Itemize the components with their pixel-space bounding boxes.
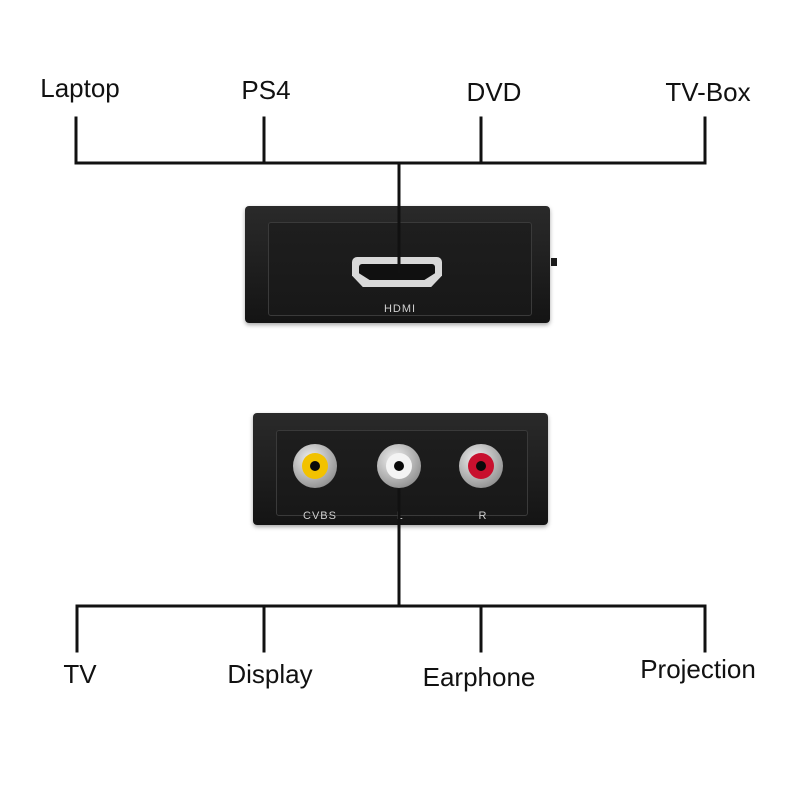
rca-port-right: [459, 444, 503, 488]
hdmi-port-label: HDMI: [383, 303, 417, 315]
port-label-cvbs: CVBS: [303, 510, 337, 522]
output-label-display: Display: [227, 659, 313, 689]
source-label-dvd: DVD: [466, 77, 522, 107]
source-label-ps4: PS4: [241, 75, 291, 105]
output-label-projection: Projection: [640, 654, 756, 684]
output-label-earphone: Earphone: [422, 662, 536, 692]
source-bus-line: [74, 116, 707, 165]
source-label-laptop: Laptop: [40, 73, 120, 103]
port-label-right: R: [478, 510, 488, 522]
output-bus-line: [75, 604, 707, 653]
source-label-tv-box: TV-Box: [665, 77, 751, 107]
device-side-tab: [551, 258, 557, 266]
output-label-tv: TV: [63, 659, 97, 689]
hdmi-port-socket: [359, 264, 435, 280]
rca-port-cvbs: [293, 444, 337, 488]
rca-port-left: [377, 444, 421, 488]
